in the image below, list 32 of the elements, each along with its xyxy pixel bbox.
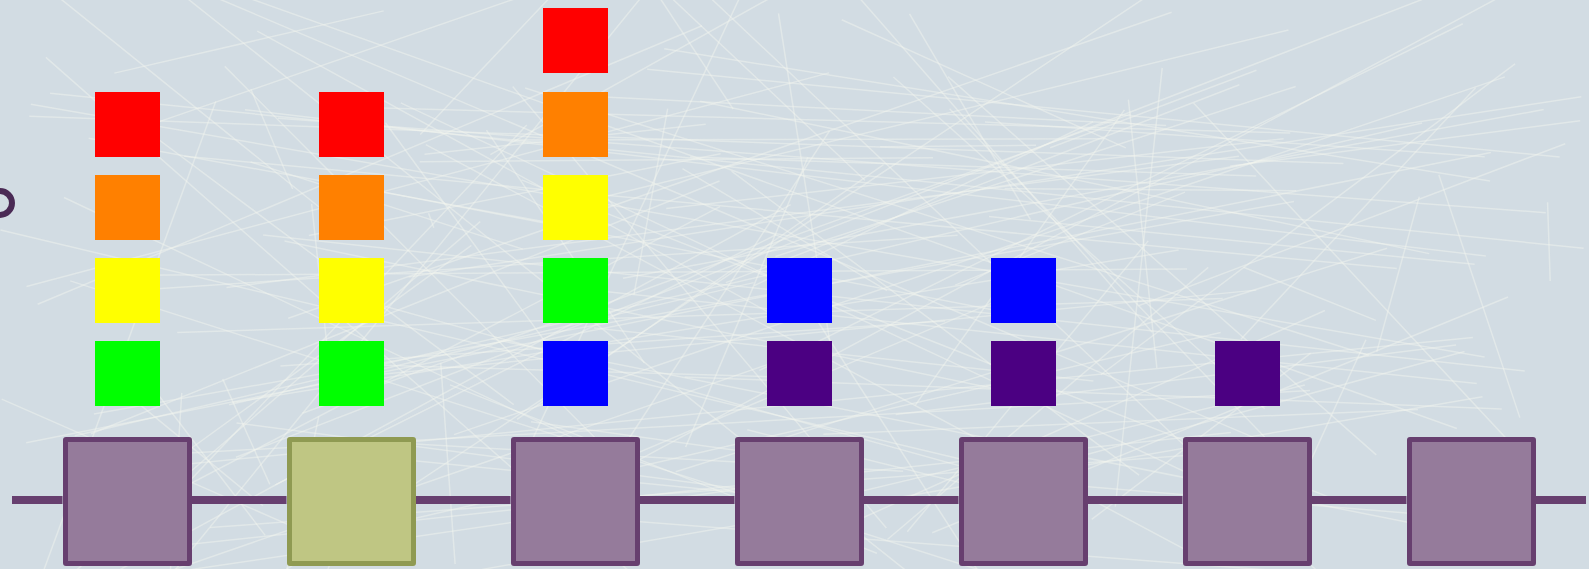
colored-square bbox=[542, 258, 608, 323]
colored-square bbox=[318, 175, 384, 240]
colored-square bbox=[94, 92, 160, 157]
square-block bbox=[1406, 437, 1536, 566]
connector-line bbox=[1087, 496, 1183, 504]
square-block bbox=[510, 437, 640, 566]
colored-square bbox=[94, 341, 160, 406]
connector-line bbox=[1311, 496, 1407, 504]
connector-line bbox=[191, 496, 287, 504]
colored-square bbox=[542, 92, 608, 157]
connector-line bbox=[415, 496, 511, 504]
square-block bbox=[1182, 437, 1312, 566]
colored-square bbox=[990, 258, 1056, 323]
square-block bbox=[734, 437, 864, 566]
colored-square bbox=[1214, 341, 1280, 406]
square-block bbox=[958, 437, 1088, 566]
colored-square bbox=[990, 341, 1056, 406]
square-block bbox=[286, 437, 416, 566]
colored-square bbox=[94, 258, 160, 323]
colored-square bbox=[94, 175, 160, 240]
colored-square bbox=[318, 92, 384, 157]
colored-square bbox=[318, 258, 384, 323]
square-block bbox=[62, 437, 192, 566]
colored-square bbox=[766, 341, 832, 406]
connector-line bbox=[639, 496, 735, 504]
colored-square bbox=[542, 175, 608, 240]
colored-square bbox=[766, 258, 832, 323]
colored-square bbox=[542, 8, 608, 73]
connector-line bbox=[863, 496, 959, 504]
colored-square bbox=[542, 341, 608, 406]
connector-line bbox=[1535, 496, 1586, 504]
colored-square bbox=[318, 341, 384, 406]
